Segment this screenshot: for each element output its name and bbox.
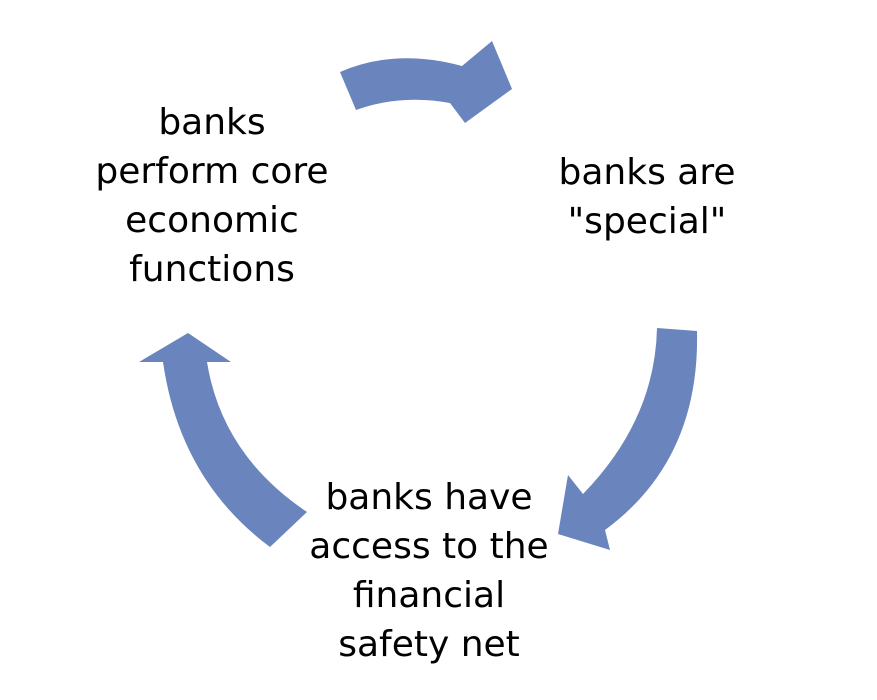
- node-safety-net: banks have access to the financial safet…: [309, 477, 549, 665]
- node-core-functions: banks perform core economic functions: [95, 102, 329, 290]
- node-special: banks are "special": [558, 152, 736, 242]
- arrow-special-to-safety-net: [558, 328, 698, 550]
- arrow-safety-net-to-core: [139, 333, 307, 547]
- arrow-core-to-special: [340, 41, 512, 123]
